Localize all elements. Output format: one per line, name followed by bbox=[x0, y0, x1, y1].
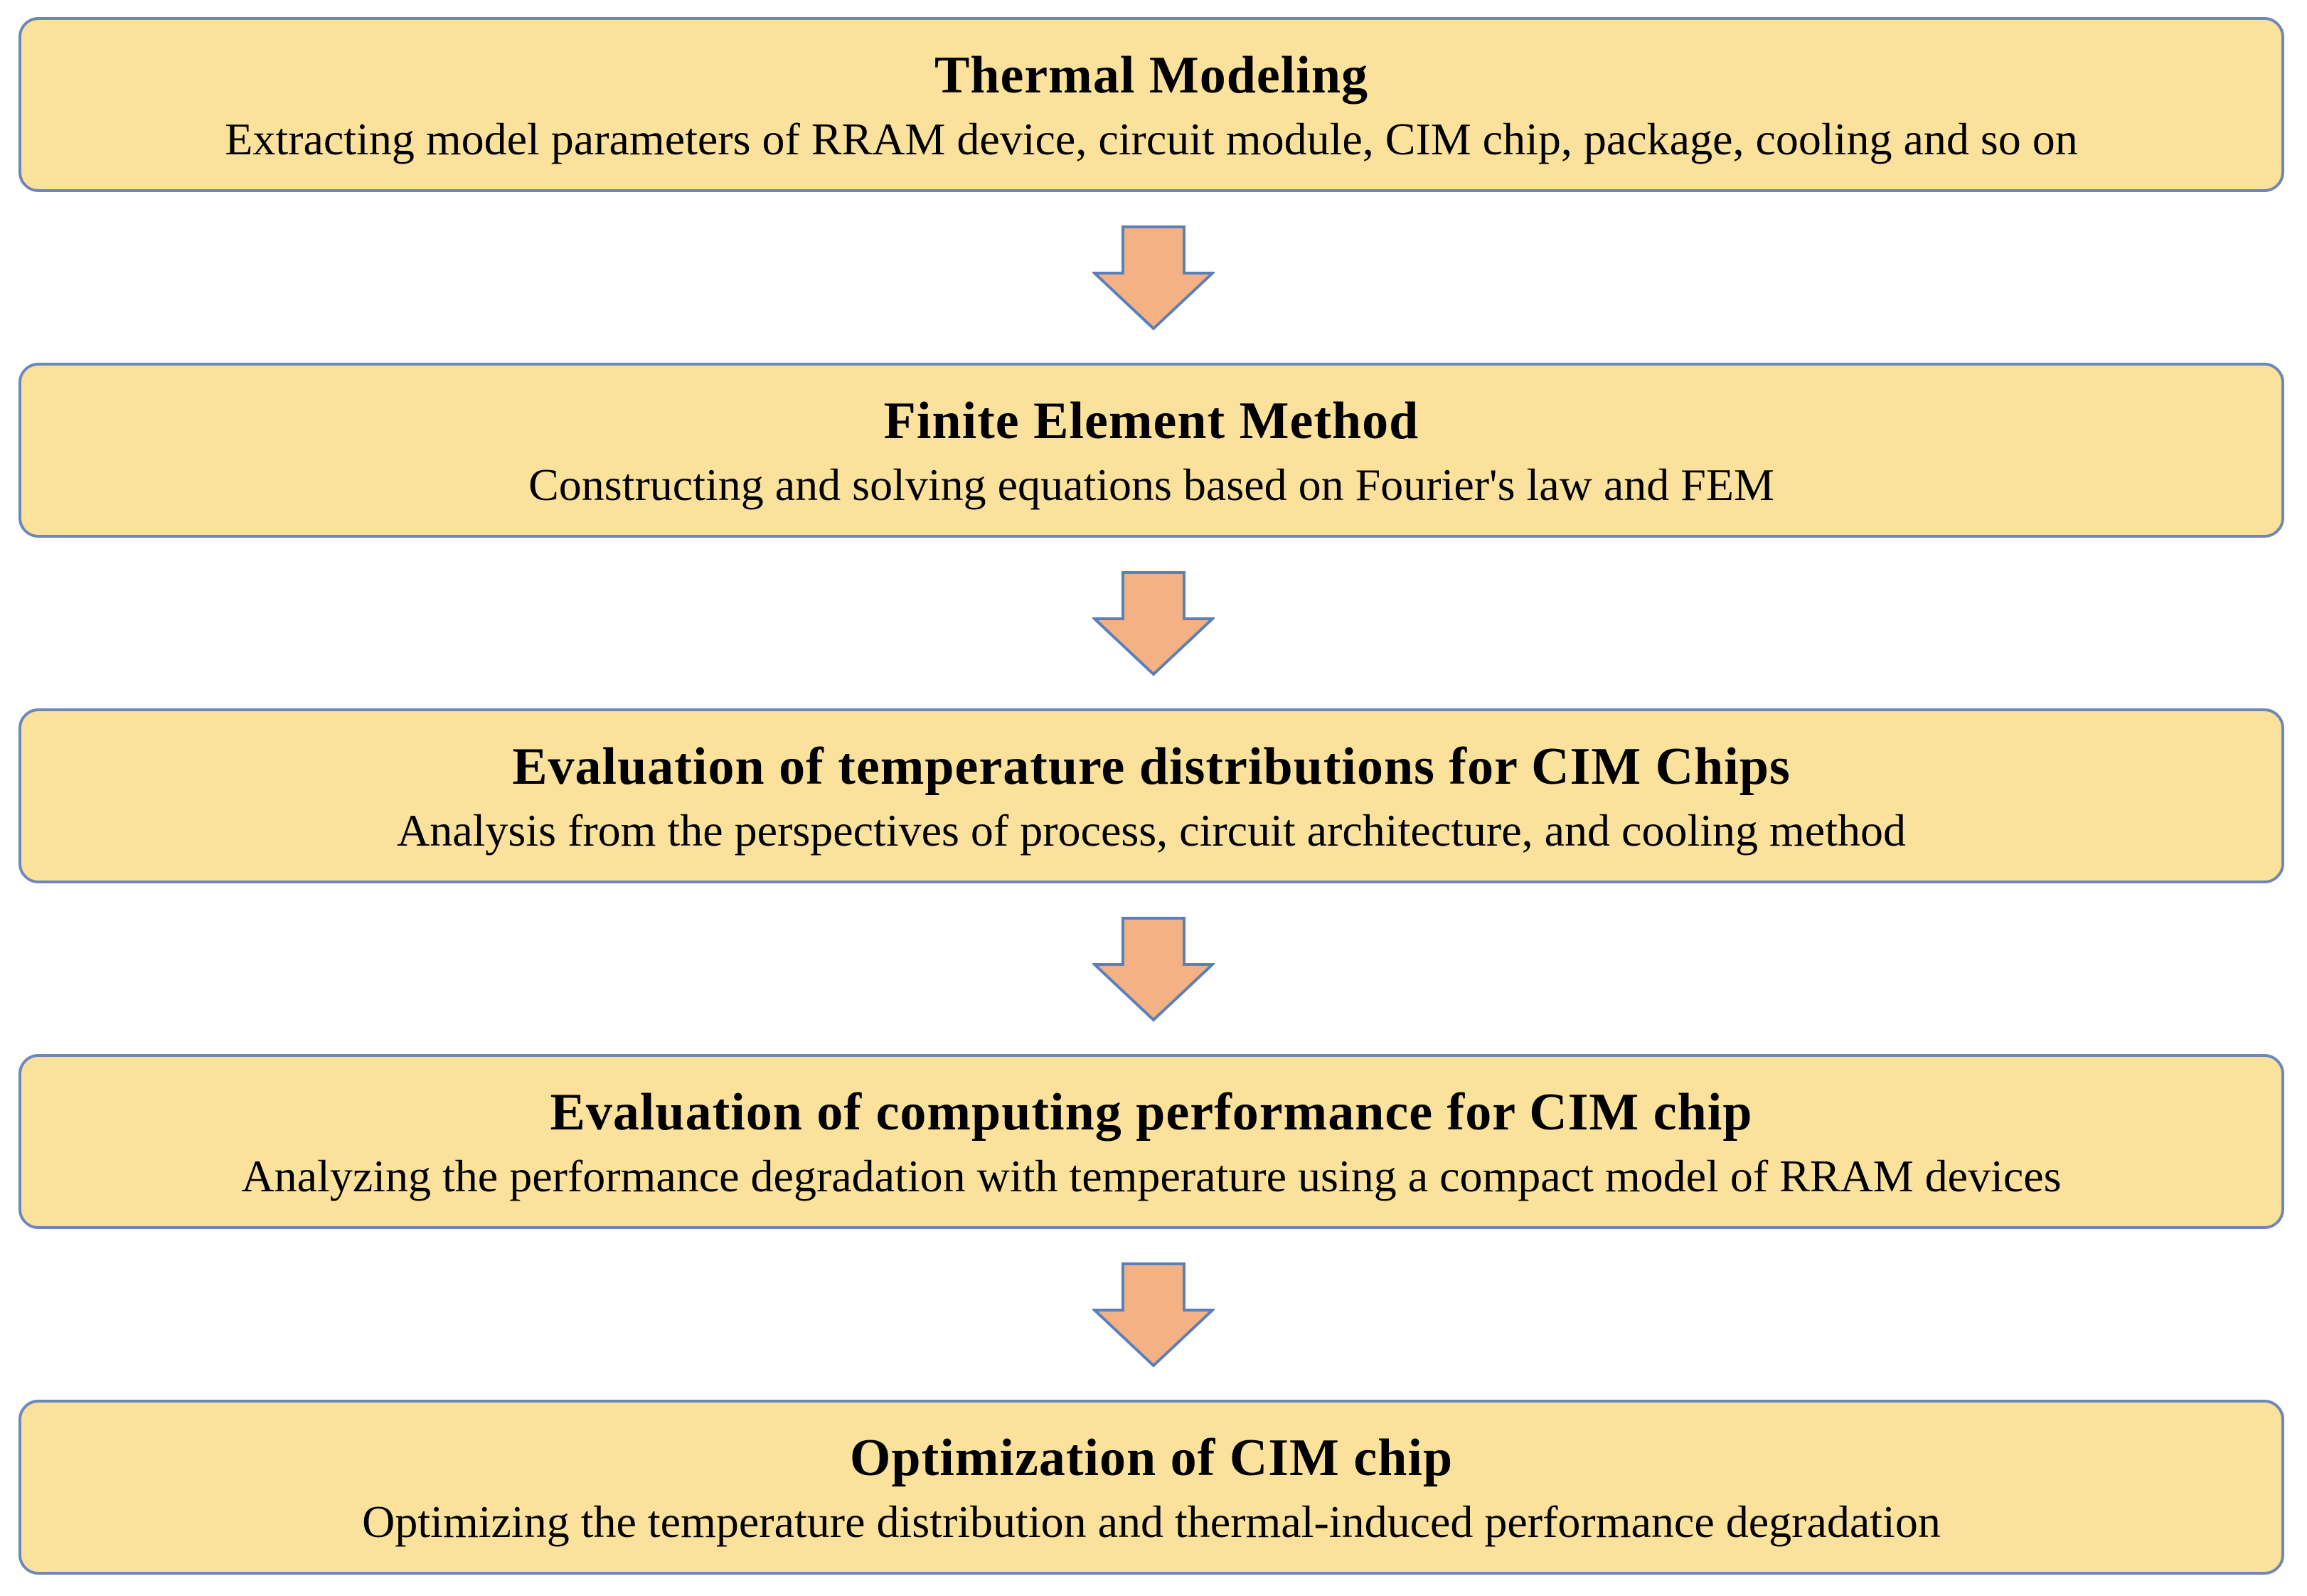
step-box-thermal-modeling: Thermal Modeling Extracting model parame… bbox=[18, 17, 2284, 192]
step-title: Optimization of CIM chip bbox=[849, 1429, 1454, 1487]
down-arrow-icon bbox=[1092, 916, 1215, 1023]
step-title: Thermal Modeling bbox=[934, 46, 1369, 105]
step-title: Finite Element Method bbox=[883, 392, 1419, 450]
step-title: Evaluation of computing performance for … bbox=[550, 1083, 1753, 1142]
step-box-finite-element-method: Finite Element Method Constructing and s… bbox=[18, 363, 2284, 538]
step-description: Extracting model parameters of RRAM devi… bbox=[225, 114, 2078, 164]
step-box-computing-performance: Evaluation of computing performance for … bbox=[18, 1054, 2284, 1229]
down-arrow-icon bbox=[1092, 1262, 1215, 1368]
down-arrow-icon bbox=[1092, 225, 1215, 331]
step-title: Evaluation of temperature distributions … bbox=[512, 738, 1791, 796]
step-description: Optimizing the temperature distribution … bbox=[362, 1496, 1941, 1547]
down-arrow-icon bbox=[1092, 570, 1215, 677]
step-description: Analysis from the perspectives of proces… bbox=[397, 805, 1906, 856]
step-box-temperature-distribution: Evaluation of temperature distributions … bbox=[18, 708, 2284, 883]
step-description: Analyzing the performance degradation wi… bbox=[241, 1151, 2062, 1201]
step-box-optimization: Optimization of CIM chip Optimizing the … bbox=[18, 1400, 2284, 1575]
step-description: Constructing and solving equations based… bbox=[528, 459, 1774, 510]
